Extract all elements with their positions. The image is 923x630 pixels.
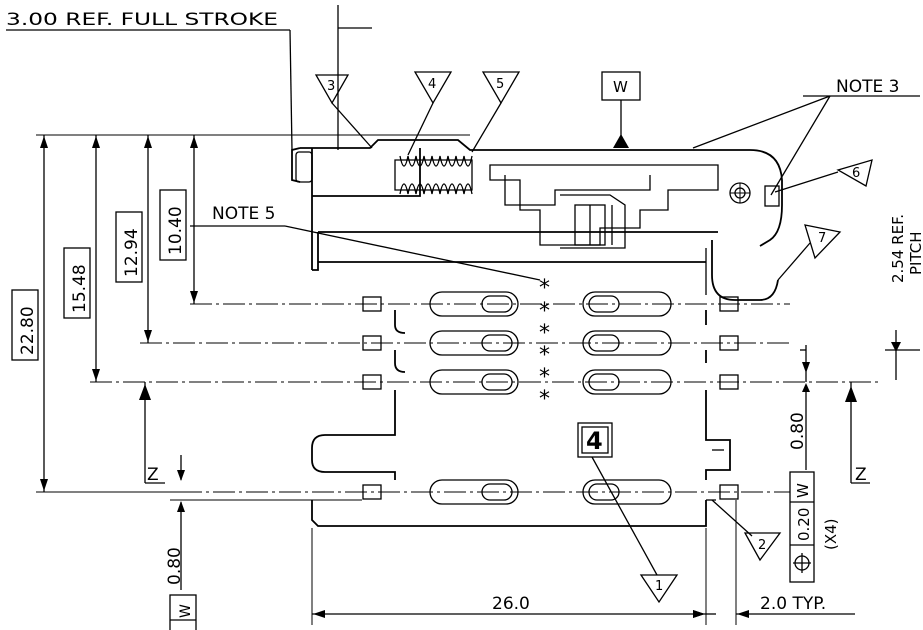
flag-1: 1 bbox=[639, 574, 679, 604]
datum-z-left: Z bbox=[139, 382, 165, 485]
left-080-dim: 0.80 bbox=[165, 455, 362, 590]
svg-text:1: 1 bbox=[655, 579, 663, 594]
pitch-callout: 2.54 REF. PITCH bbox=[800, 214, 923, 380]
svg-text:*: * bbox=[539, 343, 550, 368]
svg-text:W: W bbox=[178, 604, 194, 618]
flag-4: 4 bbox=[407, 71, 453, 156]
dim-2-0-typ-callout: 2.0 TYP. bbox=[693, 500, 855, 625]
dim-12-94: 12.94 bbox=[122, 228, 142, 277]
note-3-callout: NOTE 3 bbox=[692, 77, 920, 196]
right-080-dim: 0.80 bbox=[788, 345, 810, 470]
svg-text:NOTE 3: NOTE 3 bbox=[836, 77, 899, 97]
dim-2-0-typ: 2.0 TYP. bbox=[760, 594, 826, 614]
full-stroke-callout: 3.00 REF. FULL STROKE bbox=[6, 5, 372, 151]
svg-text:*: * bbox=[539, 387, 550, 412]
flag-3: 3 bbox=[314, 74, 373, 149]
dim-22-80: 22.80 bbox=[18, 306, 38, 355]
asterisk-markers: * * * * * * bbox=[539, 276, 550, 412]
svg-text:7: 7 bbox=[818, 231, 826, 246]
pin-row-1 bbox=[362, 291, 739, 317]
svg-text:NOTE 5: NOTE 5 bbox=[212, 204, 275, 224]
svg-text:2: 2 bbox=[758, 538, 766, 553]
dim-10-40: 10.40 bbox=[166, 206, 186, 255]
svg-text:W: W bbox=[613, 78, 628, 96]
flag-7: 7 bbox=[777, 224, 842, 281]
flag-2: 2 bbox=[711, 499, 782, 562]
pin-rows: * * * * * * bbox=[90, 276, 880, 505]
svg-text:Z: Z bbox=[855, 465, 867, 485]
full-stroke-label: 3.00 REF. FULL STROKE bbox=[6, 10, 278, 30]
flag-6: 6 bbox=[774, 159, 873, 193]
svg-text:PITCH: PITCH bbox=[907, 231, 923, 275]
svg-text:5: 5 bbox=[496, 77, 504, 92]
position-tolerance-icon bbox=[793, 553, 811, 573]
pin1-glyph: 4 bbox=[586, 427, 603, 455]
datum-w-top: W bbox=[601, 71, 641, 148]
dim-0-80-left: 0.80 bbox=[165, 547, 185, 585]
svg-text:2.54 REF.: 2.54 REF. bbox=[889, 214, 907, 283]
pin-row-3 bbox=[362, 369, 739, 395]
svg-text:3: 3 bbox=[327, 79, 335, 94]
vertical-dimensions: 22.80 15.48 12.94 10.40 bbox=[11, 134, 470, 493]
bottom-26-dim: 26.0 bbox=[311, 528, 707, 625]
svg-text:*: * bbox=[539, 276, 550, 301]
dim-15-48: 15.48 bbox=[70, 264, 90, 313]
datum-z-right: Z bbox=[845, 382, 870, 485]
svg-text:*: * bbox=[539, 321, 550, 346]
dim-0-80-right: 0.80 bbox=[788, 412, 808, 450]
spring bbox=[394, 155, 473, 195]
pin1-marker: 4 bbox=[577, 422, 658, 576]
fcf-tolerance: 0.20 bbox=[795, 508, 813, 541]
note-5-callout: NOTE 5 bbox=[190, 204, 541, 281]
svg-text:6: 6 bbox=[852, 166, 860, 181]
svg-text:*: * bbox=[539, 299, 550, 324]
fcf-left: W bbox=[169, 594, 197, 630]
filled-arrow-icon bbox=[613, 134, 629, 148]
fcf-count: (X4) bbox=[822, 518, 840, 550]
svg-text:*: * bbox=[539, 365, 550, 390]
svg-text:W: W bbox=[794, 483, 812, 498]
dim-26-0: 26.0 bbox=[492, 594, 530, 614]
fcf-right: W 0.20 (X4) bbox=[789, 471, 840, 583]
connector-body bbox=[291, 139, 783, 527]
flag-5: 5 bbox=[471, 71, 521, 153]
svg-text:4: 4 bbox=[428, 77, 436, 92]
svg-text:Z: Z bbox=[147, 465, 159, 485]
